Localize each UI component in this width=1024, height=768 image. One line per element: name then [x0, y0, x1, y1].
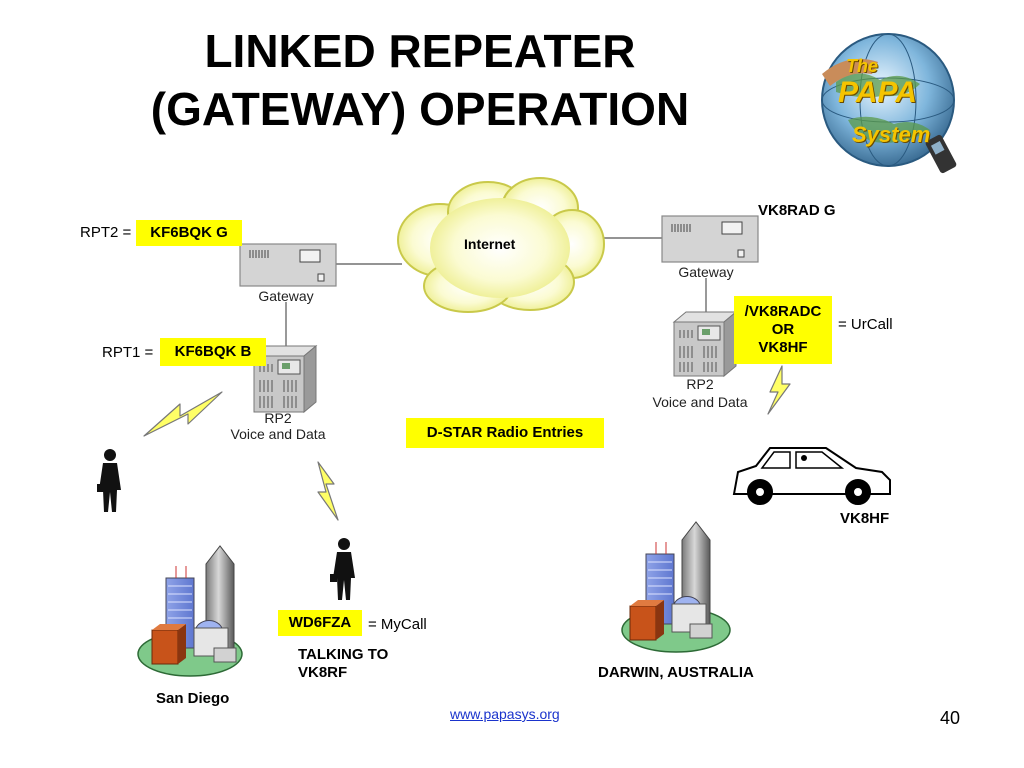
internet-cloud [397, 177, 605, 313]
urcall-value-box: /VK8RADC OR VK8HF [734, 296, 832, 364]
city-san-diego-icon [137, 545, 243, 677]
right-repeater-label-line1: RP2 [686, 376, 714, 392]
footer-url-link[interactable]: www.papasys.org [450, 706, 560, 722]
right-repeater-cabinet [672, 310, 738, 378]
page-number: 40 [940, 708, 961, 728]
left-gateway-box [239, 243, 337, 287]
lightning-bolt-icon [143, 391, 223, 437]
lightning-bolt-icon [317, 461, 339, 521]
mycall-label: = MyCall [368, 616, 427, 633]
rpt2-label: RPT2 = [80, 224, 132, 241]
urcall-label: = UrCall [838, 316, 893, 333]
car-call-label: VK8HF [840, 510, 890, 527]
city-darwin-label: DARWIN, AUSTRALIA [598, 664, 754, 681]
urcall-line-1: /VK8RADC [744, 303, 822, 320]
rpt1-value-box: KF6BQK B [160, 338, 266, 366]
lightning-bolt-icon [767, 365, 791, 415]
title-line-2: (GATEWAY) OPERATION [150, 83, 690, 135]
right-gateway-box [661, 215, 759, 263]
dstar-radio-entries-box: D-STAR Radio Entries [406, 418, 604, 448]
left-repeater-label-line1: RP2 [264, 410, 292, 426]
left-repeater-label-line2: Voice and Data [230, 426, 326, 442]
urcall-line-2: OR [771, 321, 795, 338]
internet-label: Internet [464, 236, 516, 252]
city-san-diego-label: San Diego [156, 690, 230, 707]
papa-system-logo [821, 33, 957, 174]
page-title: LINKED REPEATER (GATEWAY) OPERATION [90, 22, 750, 138]
right-gateway-label: Gateway [678, 264, 734, 280]
talking-to-line2: VK8RF [298, 664, 348, 681]
right-gateway-call: VK8RAD G [758, 202, 836, 219]
title-line-1: LINKED REPEATER [204, 25, 636, 77]
logo-text-system: System [852, 122, 931, 147]
car-icon [732, 447, 891, 505]
mycall-value-box: WD6FZA [278, 610, 362, 636]
person-center-icon [330, 538, 355, 600]
logo-text-the: The [846, 56, 879, 76]
right-repeater-label-line2: Voice and Data [652, 394, 748, 410]
rpt2-value-box: KF6BQK G [136, 220, 242, 246]
rpt1-label: RPT1 = [102, 344, 154, 361]
left-gateway-label: Gateway [258, 288, 314, 304]
talking-to-line1: TALKING TO [298, 646, 389, 663]
city-darwin-icon [621, 521, 731, 653]
person-left-icon [97, 449, 121, 512]
logo-text-papa: PAPA [838, 76, 917, 109]
urcall-line-3: VK8HF [758, 339, 808, 356]
